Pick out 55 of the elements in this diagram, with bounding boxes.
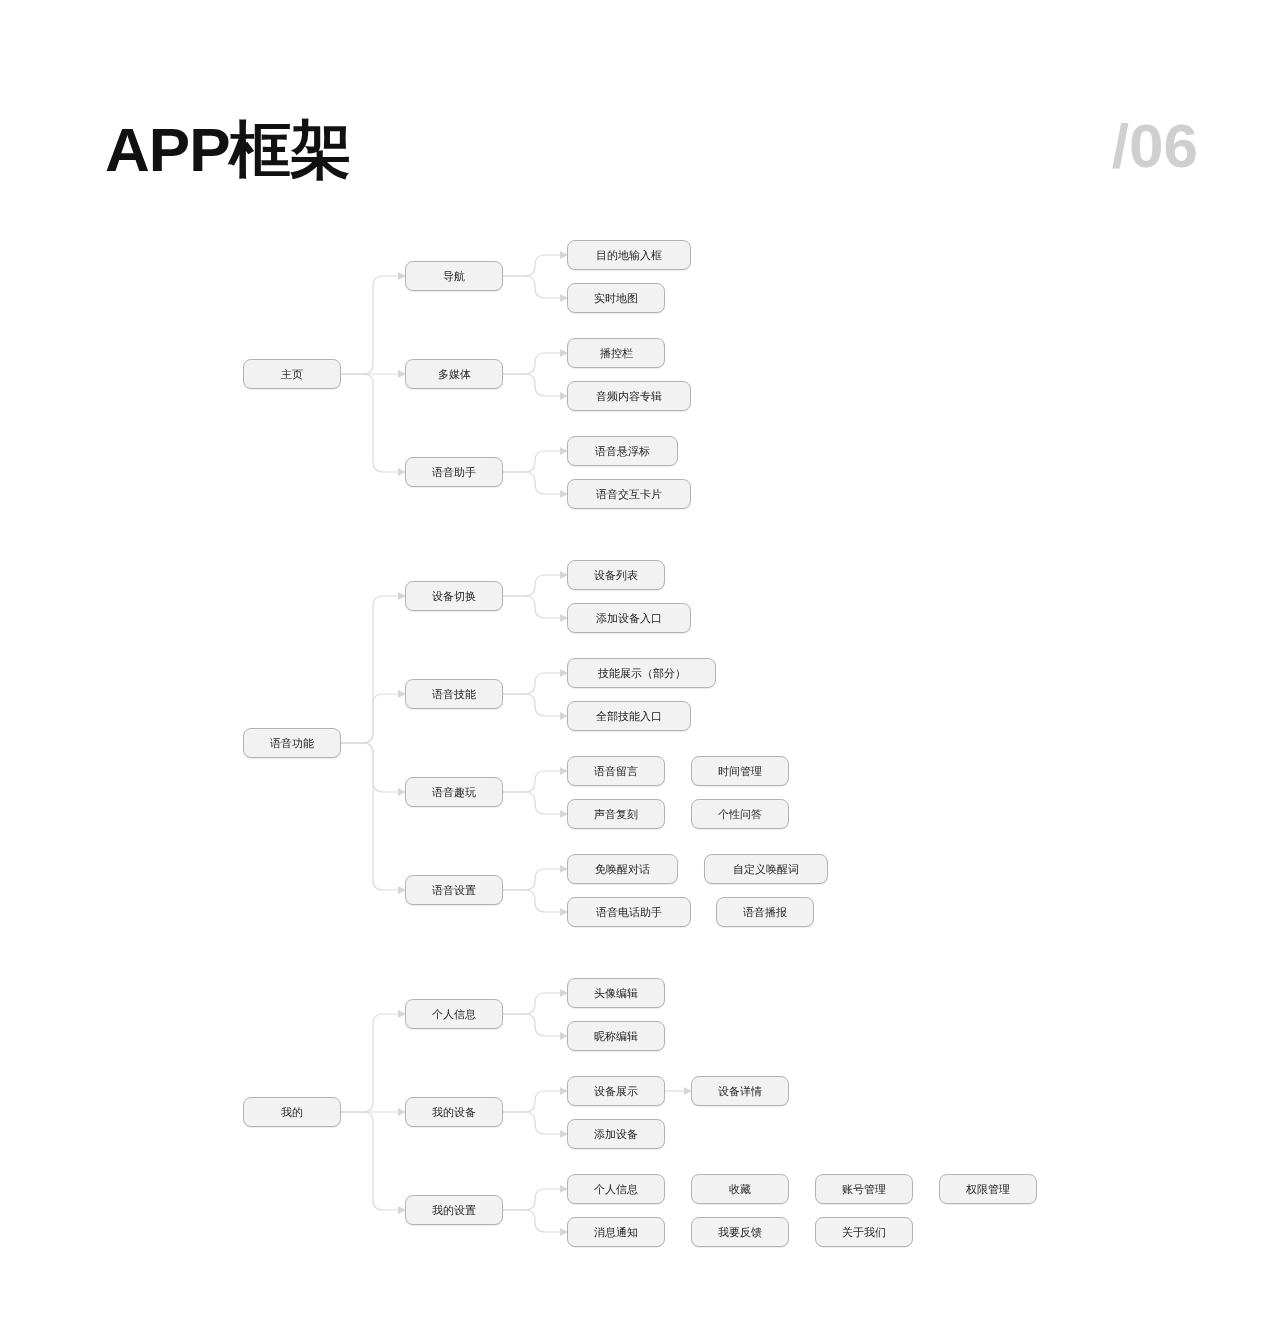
- menu-box: 自定义唤醒词: [704, 854, 828, 884]
- menu-box: 免唤醒对话: [567, 854, 678, 884]
- menu-box: 语音助手: [405, 457, 503, 487]
- menu-box: 语音留言: [567, 756, 665, 786]
- menu-box: 声音复刻: [567, 799, 665, 829]
- menu-box: 个人信息: [567, 1174, 665, 1204]
- menu-box: 添加设备入口: [567, 603, 691, 633]
- connector-arrow: [502, 889, 568, 916]
- connector-arrow: [502, 1013, 568, 1040]
- menu-box: 语音设置: [405, 875, 503, 905]
- menu-box: 语音播报: [716, 897, 814, 927]
- menu-box: 我的设置: [405, 1195, 503, 1225]
- menu-box: 技能展示（部分）: [567, 658, 716, 688]
- connector-arrow: [502, 791, 568, 818]
- menu-box: 目的地输入框: [567, 240, 691, 270]
- menu-box: 设备详情: [691, 1076, 789, 1106]
- menu-box: 头像编辑: [567, 978, 665, 1008]
- connector-arrow: [502, 373, 568, 400]
- menu-box: 昵称编辑: [567, 1021, 665, 1051]
- menu-box: 播控栏: [567, 338, 665, 368]
- menu-box: 语音交互卡片: [567, 479, 691, 509]
- menu-box: 全部技能入口: [567, 701, 691, 731]
- menu-box: 账号管理: [815, 1174, 913, 1204]
- menu-box: 个人信息: [405, 999, 503, 1029]
- menu-box: 我的: [243, 1097, 341, 1127]
- menu-box: 消息通知: [567, 1217, 665, 1247]
- menu-box: 多媒体: [405, 359, 503, 389]
- menu-box: 设备切换: [405, 581, 503, 611]
- menu-box: 语音功能: [243, 728, 341, 758]
- menu-box: 时间管理: [691, 756, 789, 786]
- menu-box: 我要反馈: [691, 1217, 789, 1247]
- connector-arrow: [502, 1209, 568, 1236]
- connector-arrow: [502, 693, 568, 720]
- menu-box: 我的设备: [405, 1097, 503, 1127]
- menu-box: 实时地图: [567, 283, 665, 313]
- menu-box: 语音电话助手: [567, 897, 691, 927]
- connector-arrow: [502, 595, 568, 622]
- connector-arrow: [502, 471, 568, 498]
- connector-arrow: [502, 1111, 568, 1138]
- menu-box: 个性问答: [691, 799, 789, 829]
- menu-box: 音频内容专辑: [567, 381, 691, 411]
- menu-box: 设备列表: [567, 560, 665, 590]
- menu-box: 添加设备: [567, 1119, 665, 1149]
- menu-box: 收藏: [691, 1174, 789, 1204]
- menu-box: 主页: [243, 359, 341, 389]
- menu-box: 语音技能: [405, 679, 503, 709]
- menu-box: 语音趣玩: [405, 777, 503, 807]
- page-title: APP框架: [105, 114, 352, 186]
- menu-box: 设备展示: [567, 1076, 665, 1106]
- menu-box: 权限管理: [939, 1174, 1037, 1204]
- menu-box: 导航: [405, 261, 503, 291]
- connector-arrow: [664, 1087, 692, 1095]
- menu-box: 关于我们: [815, 1217, 913, 1247]
- menu-box: 语音悬浮标: [567, 436, 678, 466]
- connector-arrow: [502, 275, 568, 302]
